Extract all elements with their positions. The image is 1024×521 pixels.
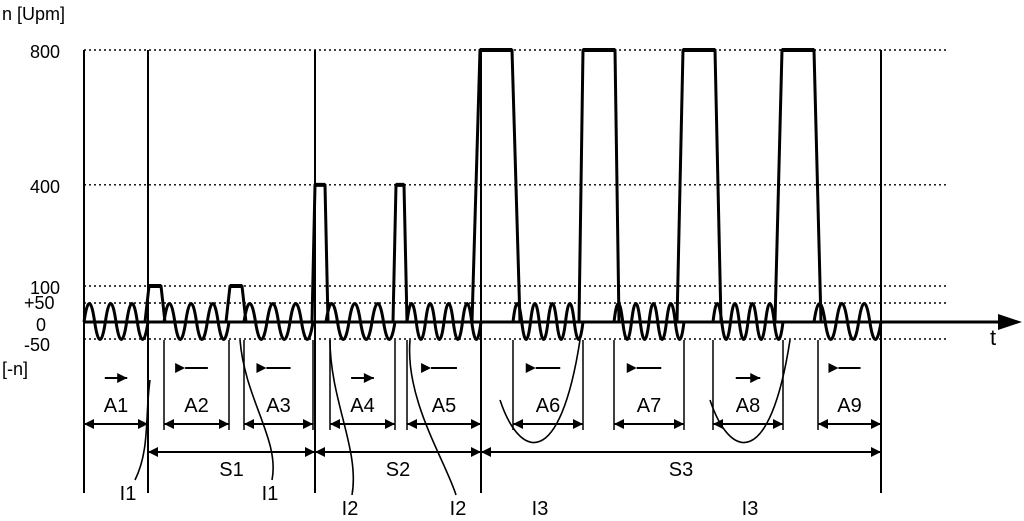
stage-span-arrow-head xyxy=(305,447,315,457)
segment-span-arrow-head xyxy=(84,419,94,429)
segment-span-arrow-head xyxy=(138,419,148,429)
y-tick-label: +50 xyxy=(24,293,55,313)
direction-arrow-head xyxy=(421,363,432,373)
direction-arrow-head xyxy=(626,363,637,373)
y-tick-label: 0 xyxy=(36,315,46,335)
segment-span-arrow-head xyxy=(674,419,684,429)
y-tick-label: 800 xyxy=(30,42,60,62)
segment-span-arrow-head xyxy=(871,419,881,429)
segment-label: A5 xyxy=(432,395,456,417)
interval-leader xyxy=(408,339,457,496)
segment-label: A2 xyxy=(184,395,208,417)
segment-label: A4 xyxy=(350,395,374,417)
stage-span-arrow-head xyxy=(148,447,158,457)
interval-leader xyxy=(499,339,581,444)
segment-span-arrow-head xyxy=(330,419,340,429)
segment-span-arrow-head xyxy=(573,419,583,429)
interval-label: I3 xyxy=(742,498,759,520)
segment-label: A7 xyxy=(637,395,661,417)
segment-span-arrow-head xyxy=(773,419,783,429)
stage-span-arrow-head xyxy=(471,447,481,457)
interval-label: I3 xyxy=(532,498,549,520)
segment-span-arrow-head xyxy=(407,419,417,429)
segment-span-arrow-head xyxy=(614,419,624,429)
segment-label: A1 xyxy=(104,395,128,417)
direction-arrow-head xyxy=(363,373,374,383)
segment-span-arrow-head xyxy=(219,419,229,429)
segment-span-arrow-head xyxy=(244,419,254,429)
segment-span-arrow-head xyxy=(713,419,723,429)
direction-arrow-head xyxy=(175,363,186,373)
y-tick-label: 400 xyxy=(30,177,60,197)
stage-label: S1 xyxy=(219,459,243,481)
y-tick-label: -50 xyxy=(24,335,50,355)
interval-label: I2 xyxy=(342,498,359,520)
neg-axis-label: [-n] xyxy=(2,359,28,379)
stage-label: S3 xyxy=(669,459,693,481)
direction-arrow-head xyxy=(256,363,267,373)
interval-label: I1 xyxy=(262,483,279,505)
segment-label: A8 xyxy=(736,395,760,417)
speed-curve xyxy=(82,48,883,341)
interval-leader xyxy=(134,379,151,481)
stage-span-arrow-head xyxy=(871,447,881,457)
segment-span-arrow-head xyxy=(818,419,828,429)
segment-span-arrow-head xyxy=(303,419,313,429)
direction-arrow-head xyxy=(828,363,839,373)
interval-leader xyxy=(239,339,274,481)
interval-leader xyxy=(329,339,355,496)
y-tick-label: 100 xyxy=(30,278,60,298)
segment-label: A6 xyxy=(536,395,560,417)
segment-label: A9 xyxy=(837,395,861,417)
direction-arrow-head xyxy=(750,373,761,383)
direction-arrow-head xyxy=(117,373,128,383)
segment-span-arrow-head xyxy=(471,419,481,429)
interval-leader xyxy=(709,339,791,444)
interval-label: I2 xyxy=(450,498,467,520)
segment-span-arrow-head xyxy=(385,419,395,429)
segment-span-arrow-head xyxy=(164,419,174,429)
y-axis-label: n [Upm] xyxy=(2,4,65,24)
stage-label: S2 xyxy=(386,459,410,481)
segment-span-arrow-head xyxy=(513,419,523,429)
direction-arrow-head xyxy=(525,363,536,373)
segment-label: A3 xyxy=(266,395,290,417)
stage-span-arrow-head xyxy=(481,447,491,457)
stage-span-arrow-head xyxy=(315,447,325,457)
x-axis-label: t xyxy=(990,325,996,350)
axis-arrowhead xyxy=(998,314,1022,330)
interval-label: I1 xyxy=(120,483,137,505)
